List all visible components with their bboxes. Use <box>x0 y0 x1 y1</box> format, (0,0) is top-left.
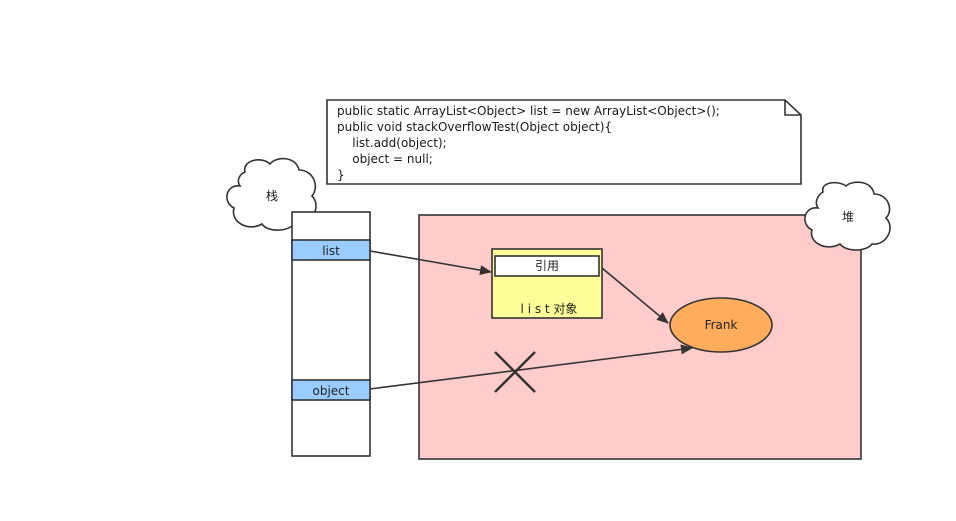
stack-slot-list-label: list <box>322 244 340 258</box>
arrow-list-to-list-object <box>369 250 492 276</box>
stack-slot-object-label: object <box>313 384 350 398</box>
list-object-caption: l i s t 对象 <box>521 302 578 316</box>
list-reference-field <box>494 255 600 277</box>
code-line-2: public void stackOverflowTest(Object obj… <box>337 120 612 134</box>
stack-column: list object <box>291 211 371 457</box>
code-line-3: list.add(object); <box>337 136 447 150</box>
code-line-4: object = null; <box>337 152 433 166</box>
cross-icon <box>494 351 536 393</box>
arrow-reference-to-frank <box>601 267 669 324</box>
frank-label: Frank <box>705 318 738 332</box>
stack-cloud-label: 栈 <box>266 188 278 203</box>
stack-slot-object: object <box>291 379 371 401</box>
code-line-1: public static ArrayList<Object> list = n… <box>337 104 720 118</box>
code-note: public static ArrayList<Object> list = n… <box>326 99 802 185</box>
heap-area <box>418 214 862 460</box>
stack-slot-list: list <box>291 239 371 261</box>
frank-object: Frank <box>669 297 773 353</box>
arrow-object-to-frank <box>369 344 693 390</box>
code-line-5: } <box>337 168 345 182</box>
list-object: 引用 l i s t 对象 <box>491 248 603 319</box>
list-reference-label: 引用 <box>535 259 559 273</box>
heap-cloud-label: 堆 <box>842 210 854 224</box>
heap-cloud: 堆 <box>804 181 891 251</box>
